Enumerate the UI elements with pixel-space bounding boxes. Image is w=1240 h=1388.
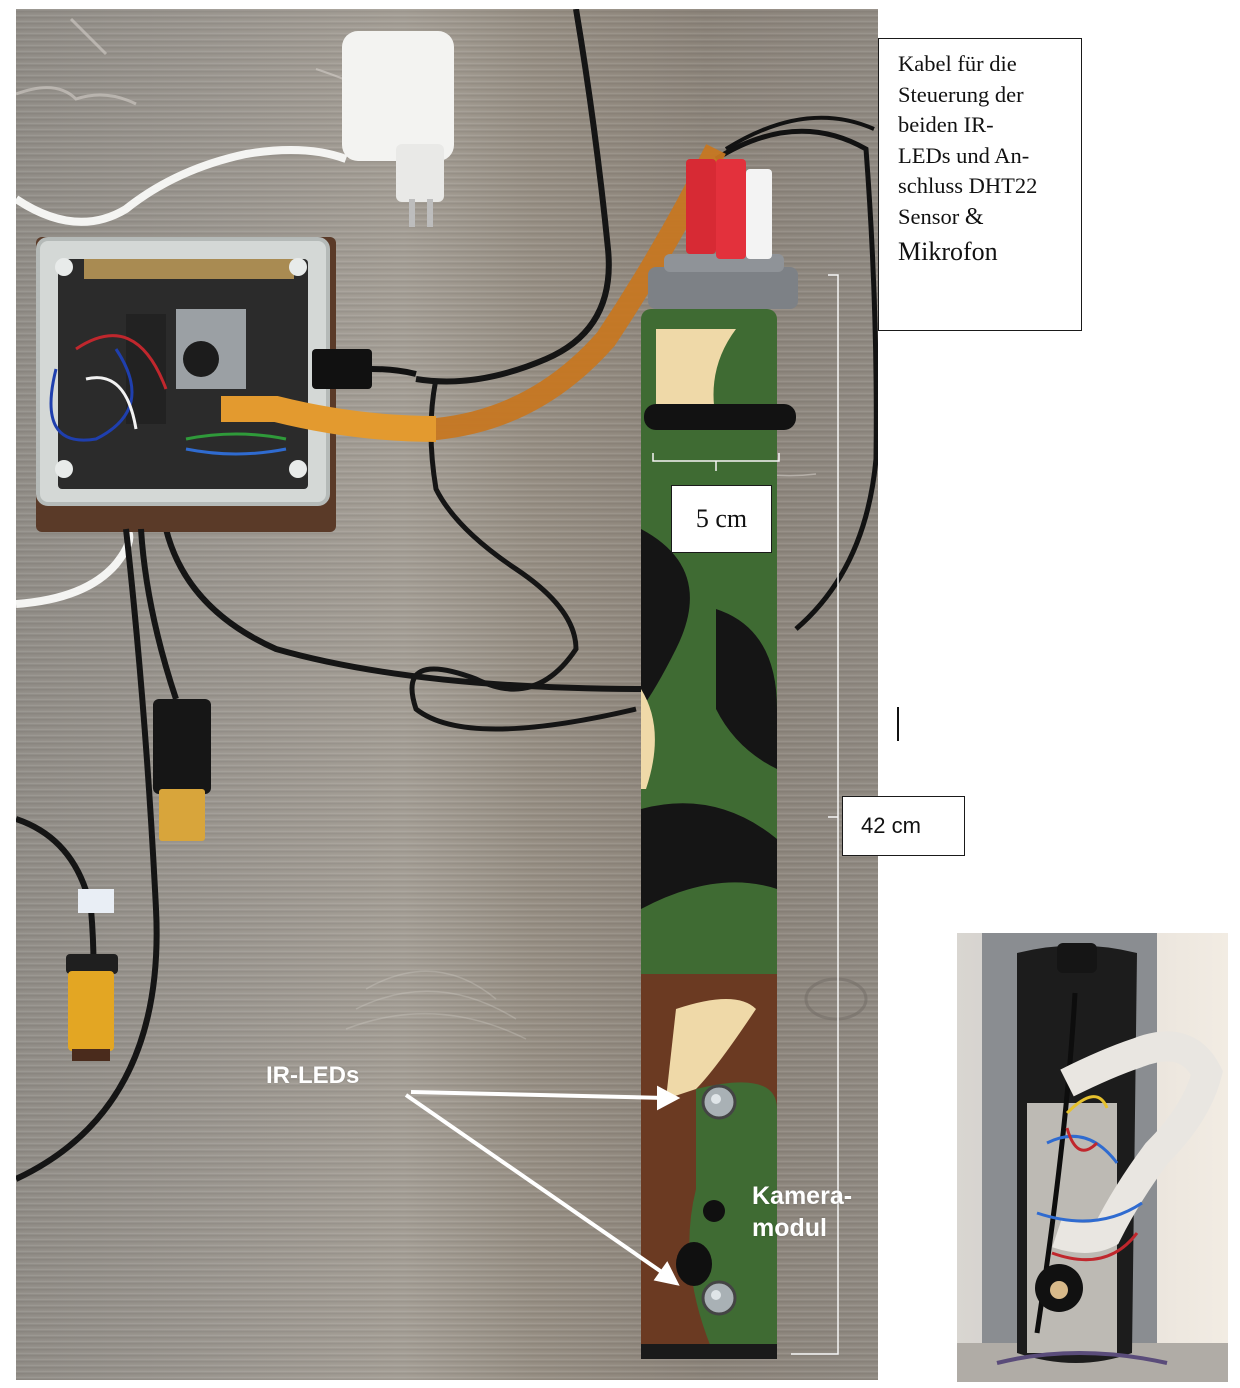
sensor-cables-right — [714, 128, 878, 631]
main-photo-scene — [16, 9, 878, 1359]
cable-label-sensor: Sensor — [898, 203, 960, 229]
power-adapter — [342, 31, 454, 227]
cable-label-line-4: LEDs und An- — [898, 142, 1030, 168]
wood-grain — [16, 17, 868, 1040]
cable-label-line-2: Steuerung der — [898, 81, 1024, 107]
black-cable-middle — [409, 378, 637, 732]
white-power-cable — [16, 146, 348, 226]
length-dimension-label: 42 cm — [842, 796, 965, 856]
ir-leds-label: IR-LEDs — [266, 1062, 360, 1089]
cable-label-line-1: Kabel für die — [898, 51, 1017, 76]
hdmi-plug — [138, 528, 211, 841]
camera-label-line-1: Kamera- — [752, 1182, 853, 1210]
cable-description-label: Kabel für die Steuerung der beiden IR- L… — [878, 38, 1082, 331]
length-dimension-bracket — [791, 274, 839, 1355]
black-cable-top — [415, 9, 612, 385]
width-dimension-label: 5 cm — [671, 485, 772, 553]
white-cable-lower — [16, 526, 134, 608]
main-photo — [16, 9, 878, 1380]
ir-led-arrows — [404, 1085, 681, 1286]
electronics-box — [36, 237, 417, 532]
cable-label-line-3: beiden IR- — [898, 112, 994, 137]
inset-photo-scene — [957, 933, 1228, 1382]
inset-photo — [957, 933, 1228, 1382]
cable-label-ampersand: & — [964, 203, 984, 230]
cable-label-line-6: Sensor & — [898, 202, 1081, 233]
cable-label-line-7: Mikrofon — [898, 237, 998, 266]
camo-tube — [641, 159, 798, 1359]
yellow-sensor — [16, 528, 160, 1182]
black-cable-bundle — [163, 528, 647, 692]
camera-module-label: Kamera- modul — [752, 1180, 852, 1244]
stray-tick-mark — [897, 707, 899, 741]
ribbon-cable-grey — [1052, 1031, 1223, 1253]
cable-label-line-5: schluss DHT22 — [898, 173, 1038, 198]
camera-label-line-2: modul — [752, 1214, 827, 1242]
